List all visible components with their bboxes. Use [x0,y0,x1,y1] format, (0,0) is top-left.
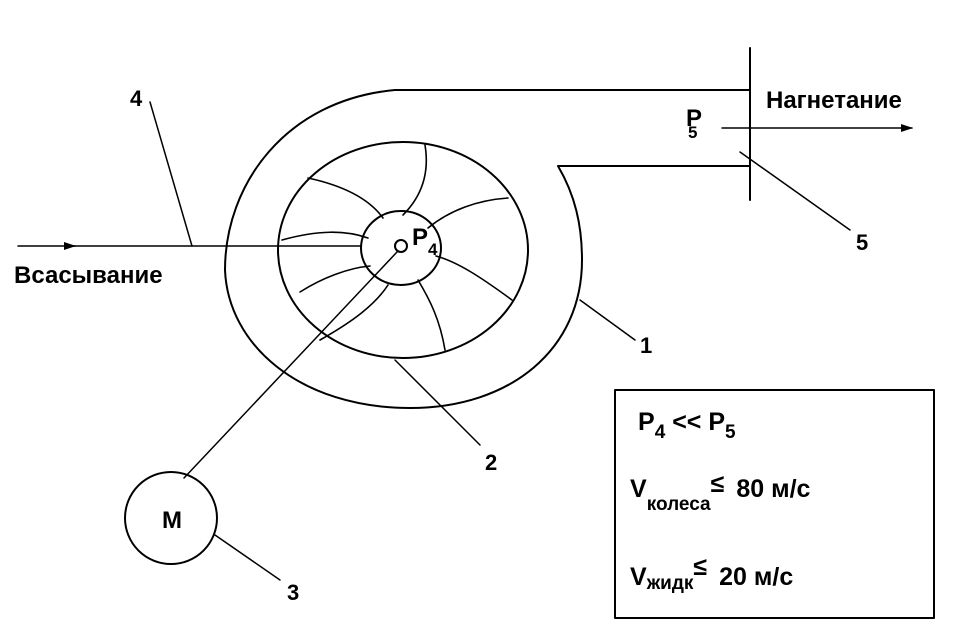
callout-line-5 [739,151,851,231]
callout-1: 1 [640,333,652,358]
pressure-p4: P4 [412,224,438,259]
info-liquid-speed: Vжидк≤20 м/с [630,553,793,594]
callout-line-3 [214,534,281,581]
info-wheel-speed: Vколеса≤80 м/с [630,470,811,515]
callout-line-4 [149,101,193,247]
suction-label: Всасывание [14,262,163,289]
volute-housing [224,89,751,409]
callout-line-2 [394,359,481,446]
callout-line-1 [579,299,636,341]
callout-3: 3 [287,580,299,605]
callout-5: 5 [856,230,868,255]
motor-label: М [162,507,182,534]
callout-2: 2 [485,450,497,475]
discharge-label: Нагнетание [766,87,902,114]
motor [124,471,218,565]
shaft-line [183,251,398,479]
impeller-vanes [281,144,513,351]
callout-4: 4 [130,86,143,111]
impeller-eye [360,210,442,286]
shaft-point [394,239,408,253]
info-box [614,389,935,619]
impeller [277,141,529,359]
info-relation: P4 << P5 [638,408,736,443]
